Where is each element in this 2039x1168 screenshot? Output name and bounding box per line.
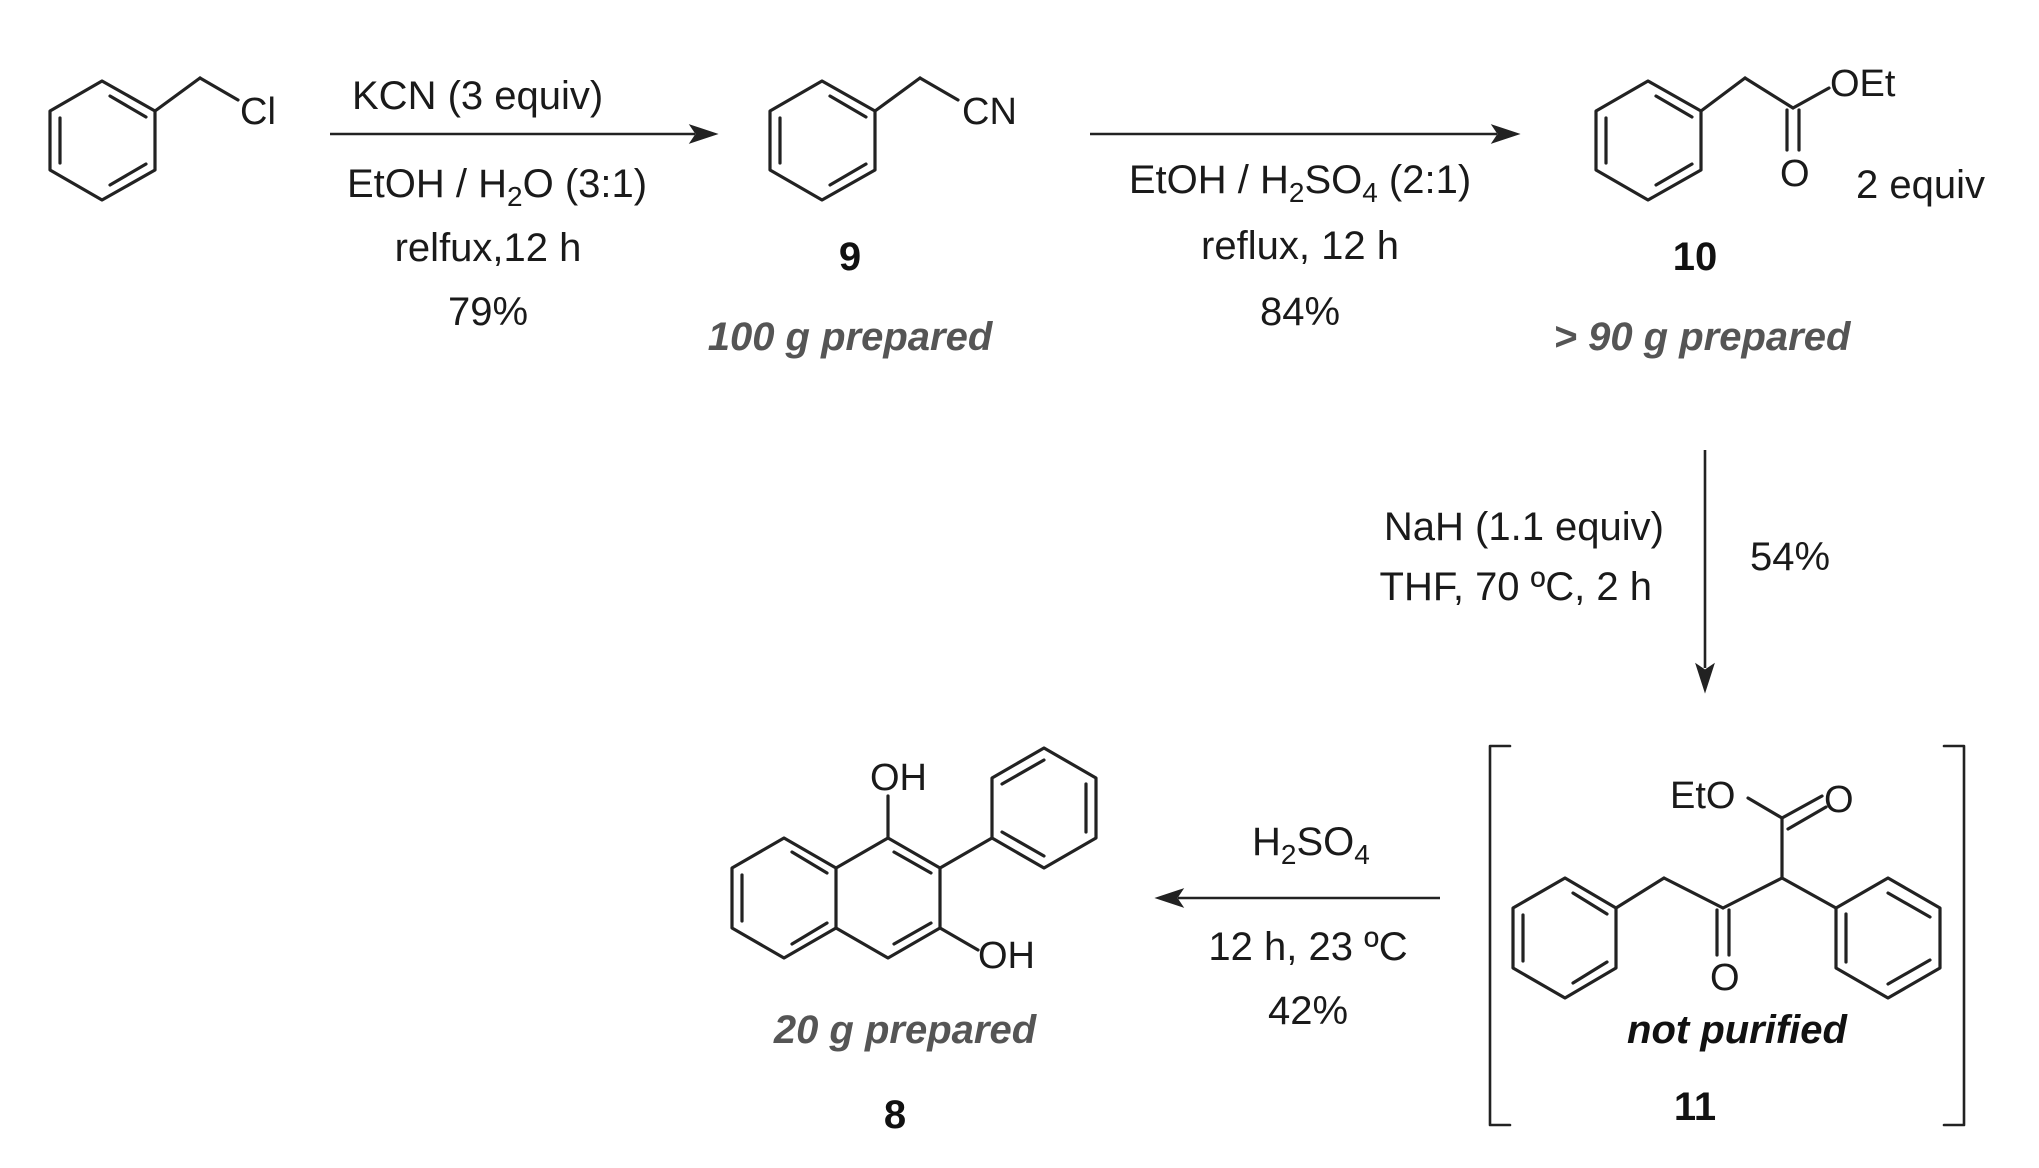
compound-11-note: not purified [1627, 1008, 1849, 1052]
compound-10-structure: OEt O [1594, 63, 1896, 202]
step2-time: reflux, 12 h [1201, 224, 1399, 268]
atom-o-carbonyl: O [1780, 153, 1810, 195]
compound-9-label: 9 [839, 235, 861, 279]
step2-solvent: EtOH / H2SO4 (2:1) [1129, 158, 1471, 208]
atom-oet: OEt [1830, 63, 1896, 105]
step3-conditions: THF, 70 ºC, 2 h [1380, 565, 1652, 609]
compound-9-note: 100 g prepared [708, 315, 994, 359]
benzyl-chloride-structure: Cl [48, 76, 276, 202]
step3-yield: 54% [1750, 535, 1830, 579]
compound-8-note: 20 g prepared [773, 1008, 1038, 1052]
step4-arrow [1154, 888, 1440, 908]
compound-11-brackets [1488, 744, 1966, 1127]
step3-arrow [1695, 450, 1715, 694]
compound-10-label: 10 [1673, 235, 1718, 279]
step1-arrow [330, 124, 719, 144]
compound-11-label: 11 [1674, 1085, 1716, 1129]
atom-oh-bottom: OH [978, 935, 1035, 977]
compound-10-equiv: 2 equiv [1856, 163, 1985, 207]
atom-o-ketone: O [1710, 957, 1740, 999]
compound-8-structure: OH OH [730, 746, 1098, 977]
compound-8-label: 8 [884, 1093, 906, 1137]
step4-yield: 42% [1268, 989, 1348, 1033]
compound-9-structure: CN [768, 76, 1017, 202]
atom-oh-top: OH [870, 757, 927, 799]
step3-reagent: NaH (1.1 equiv) [1384, 505, 1664, 549]
atom-o-ester: O [1824, 779, 1854, 821]
atom-cn: CN [962, 91, 1017, 133]
step1-solvent: EtOH / H2O (3:1) [347, 162, 647, 212]
step1-yield: 79% [448, 290, 528, 334]
step2-yield: 84% [1260, 290, 1340, 334]
compound-10-note: > 90 g prepared [1554, 315, 1852, 359]
step4-reagent: H2SO4 [1252, 820, 1370, 870]
atom-cl: Cl [240, 91, 276, 133]
step4-conditions: 12 h, 23 ºC [1208, 925, 1407, 969]
step1-time: relfux,12 h [395, 226, 582, 270]
step2-arrow [1090, 124, 1521, 144]
step1-reagent: KCN (3 equiv) [352, 74, 603, 118]
compound-11-structure: O EtO O [1511, 775, 1942, 1000]
atom-eto: EtO [1670, 775, 1735, 817]
